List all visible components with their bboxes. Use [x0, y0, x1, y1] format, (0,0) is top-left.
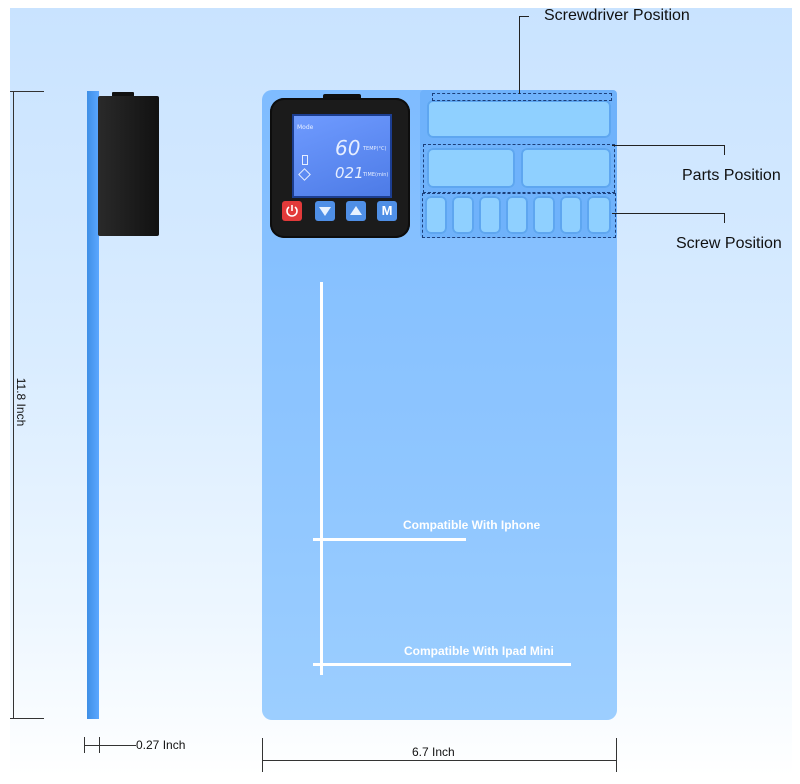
screw-slot [587, 196, 611, 234]
screwdriver-callout-vertical [519, 16, 520, 94]
height-dimension-top-tick [10, 91, 44, 92]
screwdriver-position-label: Screwdriver Position [544, 7, 690, 24]
screw-slot [533, 196, 555, 234]
screwdriver-slot [427, 100, 611, 138]
lcd-time-unit: TIME(min) [363, 172, 389, 178]
height-dimension-line [13, 91, 14, 719]
width-label: 6.7 Inch [412, 745, 455, 759]
side-view-plate [87, 91, 99, 719]
iphone-guide-line [313, 538, 466, 541]
mode-button[interactable]: M [377, 201, 397, 221]
thickness-line [84, 745, 136, 746]
up-button[interactable] [346, 201, 366, 221]
power-icon [286, 205, 298, 217]
lcd-mode-label: Mode [297, 124, 314, 131]
parts-dashed-outline [423, 144, 615, 193]
screw-slot [425, 196, 447, 234]
width-tick-right [616, 738, 617, 772]
side-view-controller [98, 96, 159, 236]
compatible-ipad-mini-label: Compatible With Ipad Mini [404, 644, 554, 658]
height-dimension-bottom-tick [10, 718, 44, 719]
lcd-temperature: 60 [335, 136, 361, 160]
down-button[interactable] [315, 201, 335, 221]
screw-slot [506, 196, 528, 234]
parts-slot-right [521, 148, 611, 188]
screwdriver-dashed-outline [432, 93, 612, 101]
screw-callout-vertical [724, 213, 725, 223]
ipad-mini-guide-line [313, 663, 571, 666]
battery-icon [302, 155, 308, 165]
screwdriver-callout-horizontal [519, 16, 529, 17]
triangle-down-icon [319, 207, 331, 216]
side-view-controller-cap [112, 92, 134, 98]
parts-slot-left [427, 148, 515, 188]
parts-callout-vertical [724, 145, 725, 155]
power-button[interactable] [282, 201, 302, 221]
screw-dashed-outline [422, 193, 616, 238]
screw-position-label: Screw Position [676, 235, 782, 252]
screw-slot [452, 196, 474, 234]
compatible-iphone-label: Compatible With Iphone [403, 518, 541, 532]
alignment-guide-vertical [320, 282, 323, 675]
width-tick-left [262, 738, 263, 772]
thickness-label: 0.27 Inch [136, 738, 186, 752]
width-line [262, 760, 617, 761]
controller-top-tab [323, 94, 361, 100]
parts-callout-horizontal [612, 145, 725, 146]
screw-slot [560, 196, 582, 234]
triangle-up-icon [350, 206, 362, 215]
height-dimension-label: 11.8 Inch [14, 377, 29, 427]
screw-slot [479, 196, 501, 234]
lcd-temperature-unit: TEMP(°C) [363, 146, 387, 152]
lcd-time: 021 [335, 164, 364, 182]
parts-position-label: Parts Position [682, 167, 781, 184]
lcd-display [292, 114, 392, 198]
screw-callout-horizontal [612, 213, 725, 214]
